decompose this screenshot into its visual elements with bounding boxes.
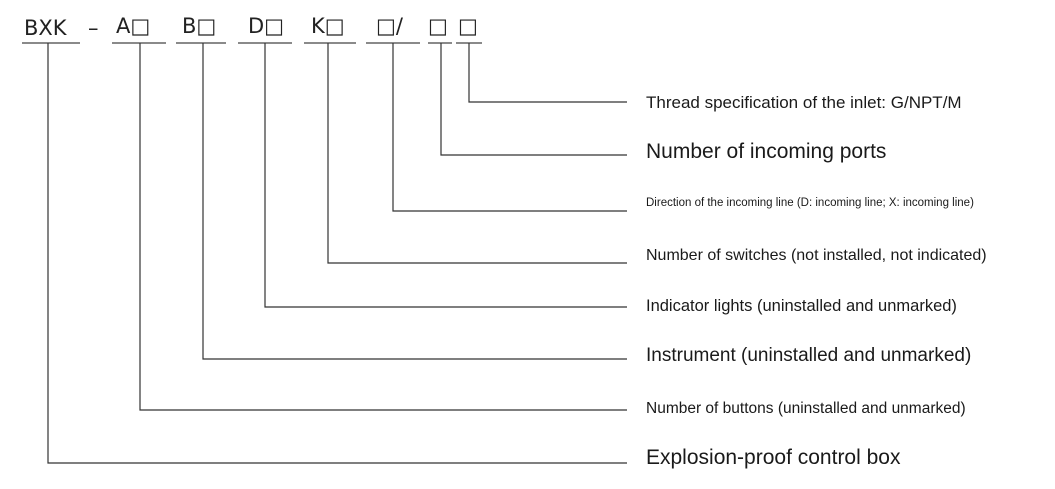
code-segment-d: D□ [248, 14, 284, 38]
label-indicator-lights: Indicator lights (uninstalled and unmark… [646, 297, 957, 315]
code-segment-thread: □ [458, 14, 478, 38]
model-code: BXK – A□ B□ D□ K□ □/ □ □ [24, 14, 478, 40]
label-buttons: Number of buttons (uninstalled and unmar… [646, 400, 966, 417]
leader-line-switches [327, 43, 627, 264]
leader-line-instrument [202, 43, 627, 360]
leader-line-thread [468, 43, 627, 103]
code-segment-ports: □ [428, 14, 448, 38]
leader-line-buttons [139, 43, 627, 411]
label-thread-spec: Thread specification of the inlet: G/NPT… [646, 93, 962, 112]
label-incoming-ports: Number of incoming ports [646, 140, 886, 163]
descriptions: Thread specification of the inlet: G/NPT… [646, 93, 987, 469]
code-segment-a: A□ [116, 14, 150, 38]
leader-line-ports [440, 43, 627, 156]
code-dash: – [88, 16, 99, 40]
code-segment-direction: □/ [376, 14, 404, 38]
label-instrument: Instrument (uninstalled and unmarked) [646, 345, 971, 366]
leader-lines [47, 43, 627, 464]
code-segment-b: B□ [182, 14, 216, 38]
label-switches: Number of switches (not installed, not i… [646, 247, 987, 264]
code-segment-bxk: BXK [24, 16, 68, 40]
label-control-box: Explosion-proof control box [646, 446, 901, 469]
label-incoming-direction: Direction of the incoming line (D: incom… [646, 197, 974, 209]
leader-line-box [47, 43, 627, 464]
code-segment-k: K□ [311, 14, 345, 38]
leader-line-direction [392, 43, 627, 212]
leader-line-indicator [264, 43, 627, 308]
